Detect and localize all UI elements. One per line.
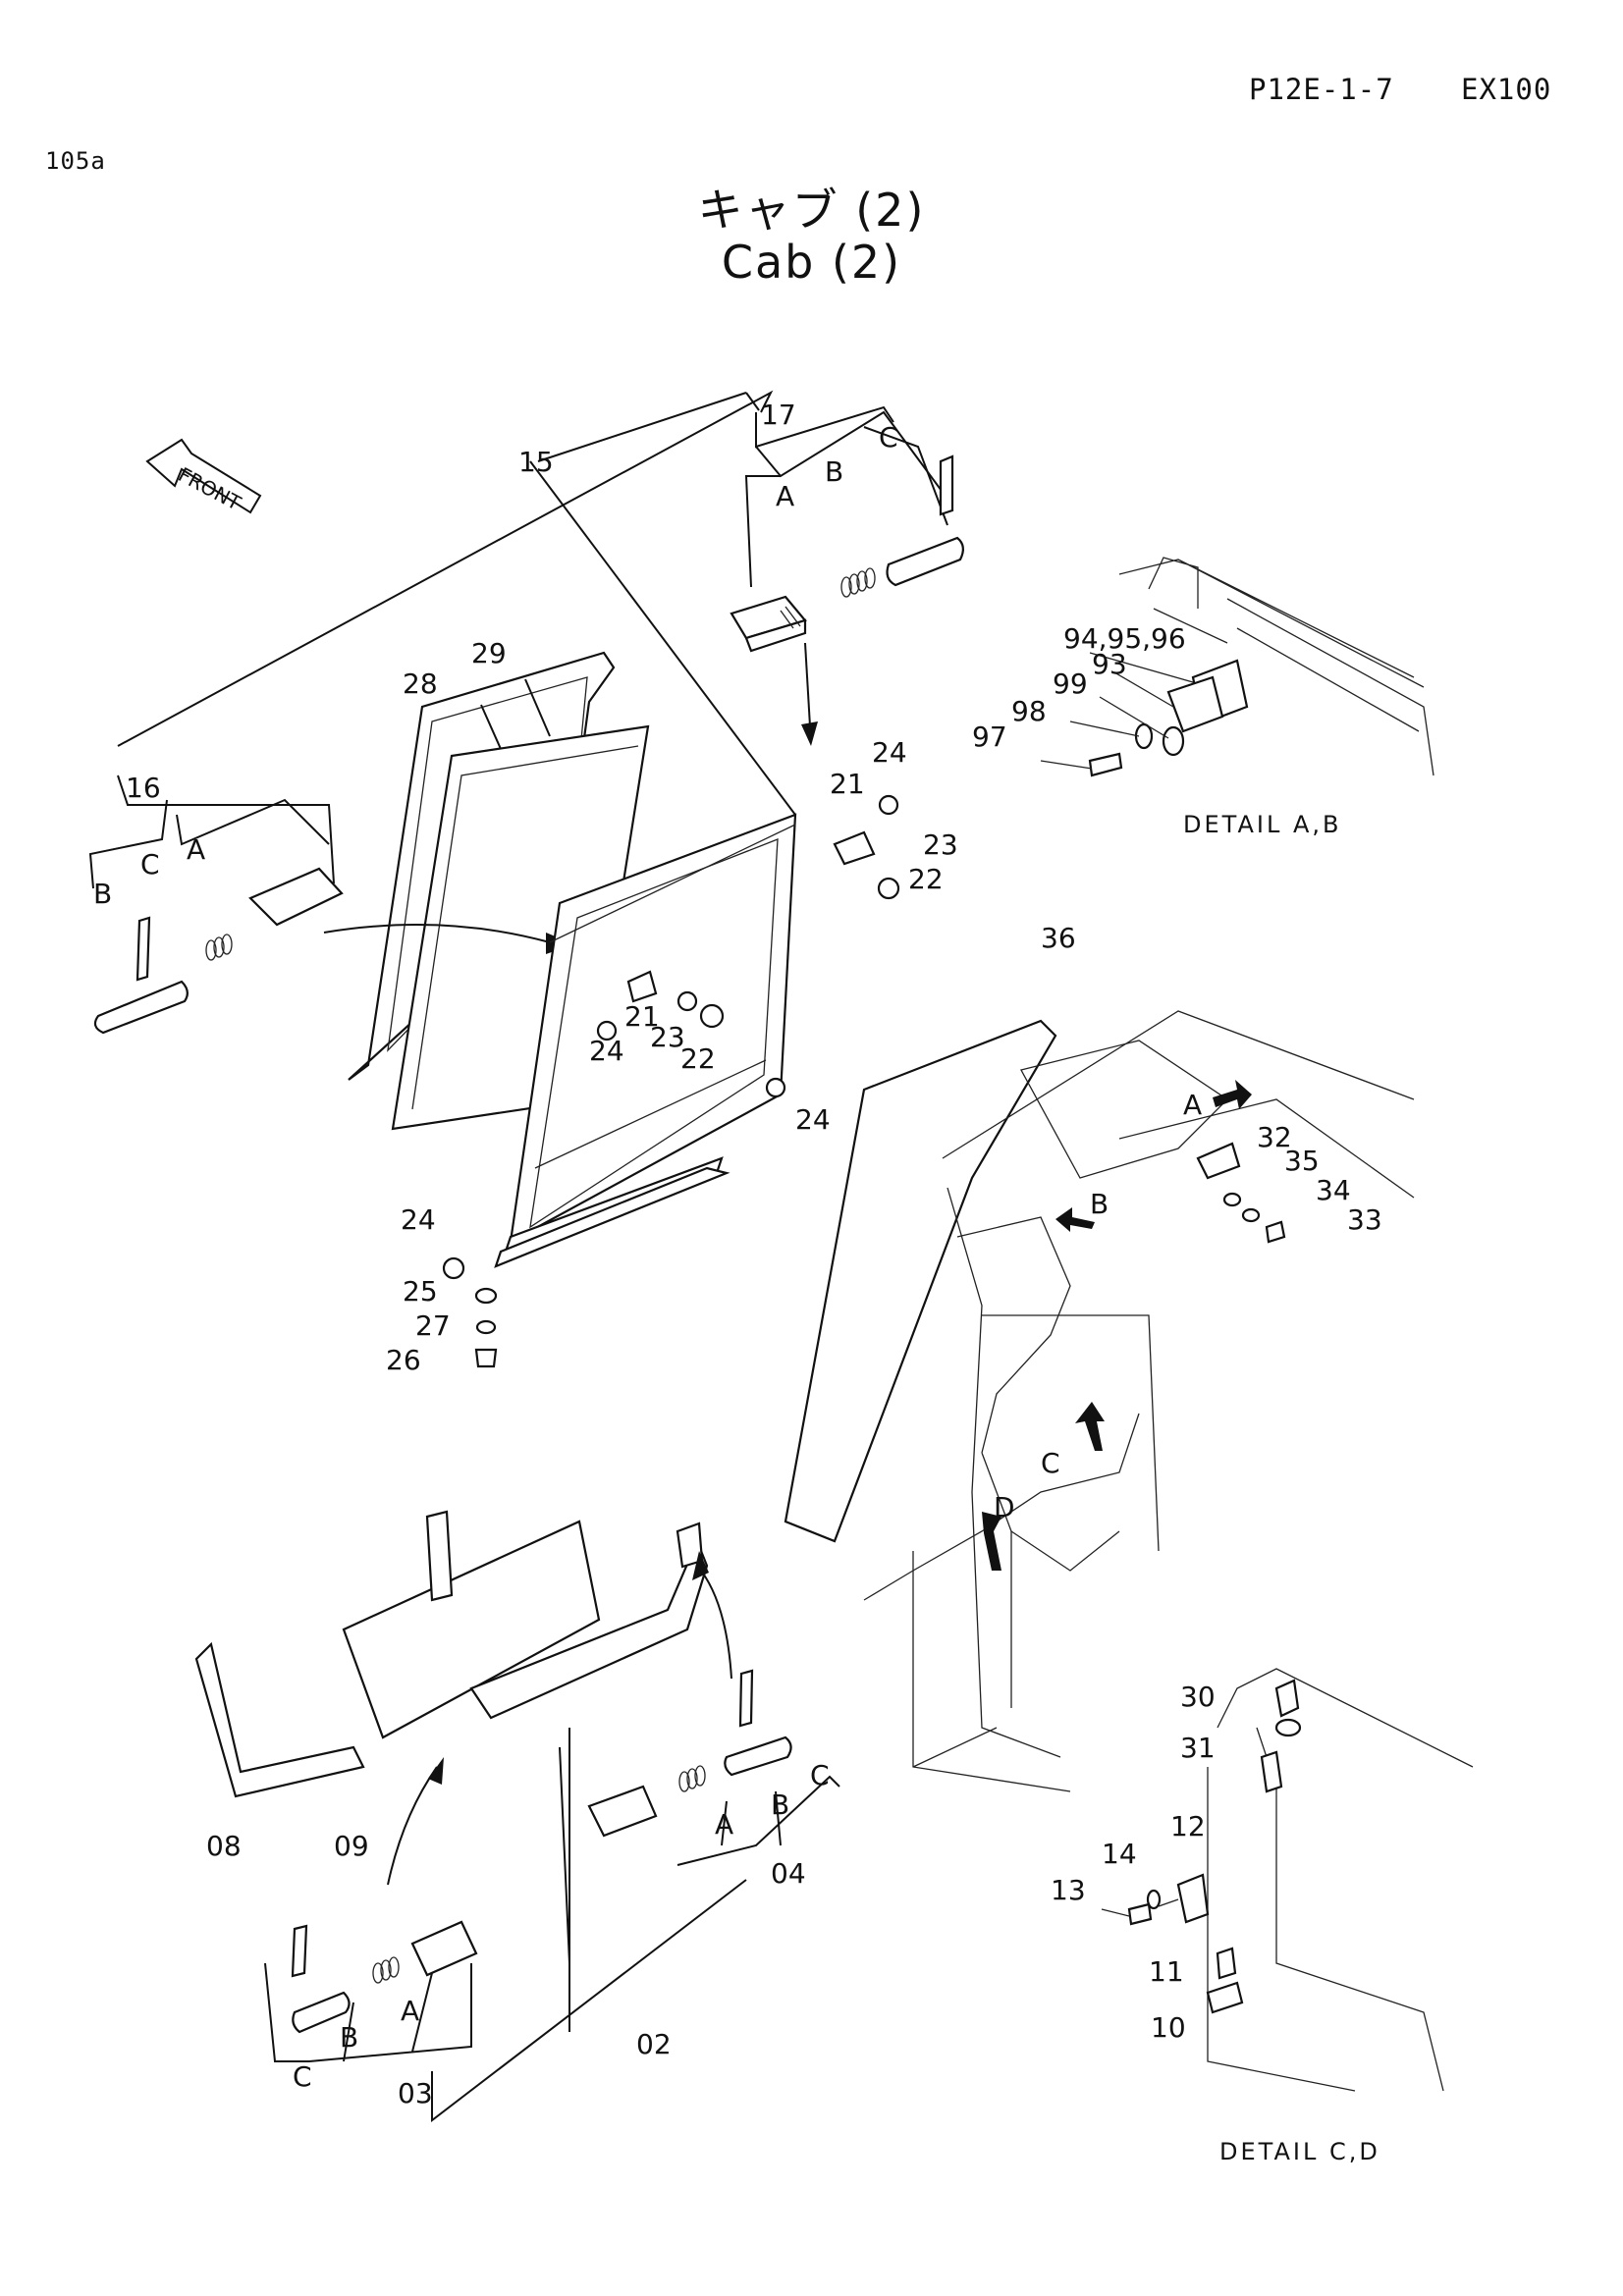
callout: 94,95,96 (1063, 622, 1186, 655)
callout: C (879, 421, 898, 454)
callout: 97 (972, 721, 1007, 753)
callout: 13 (1051, 1874, 1086, 1906)
callout: C (140, 848, 160, 881)
callout: 30 (1180, 1681, 1216, 1713)
callout: A (401, 1995, 419, 2027)
callout: 25 (403, 1275, 438, 1308)
callout: D (994, 1491, 1015, 1523)
callout: 36 (1041, 922, 1076, 954)
callout: 98 (1011, 695, 1047, 727)
callout: 24 (795, 1103, 831, 1136)
detail-cd-art (1101, 1668, 1474, 2092)
callout: 14 (1102, 1838, 1137, 1870)
callout: B (93, 878, 112, 910)
callout: 09 (334, 1830, 369, 1862)
callout: C (810, 1759, 830, 1791)
callout: 22 (908, 863, 944, 895)
page-ref: 105a (45, 147, 106, 175)
callout: 23 (650, 1021, 685, 1053)
callout: 24 (872, 736, 907, 769)
callout: 12 (1170, 1810, 1206, 1842)
callout: 16 (126, 772, 161, 804)
callout: 34 (1316, 1174, 1351, 1206)
detail-ab-art (1040, 557, 1434, 777)
callout: 02 (636, 2028, 672, 2060)
callout: C (1041, 1447, 1060, 1479)
callout: 11 (1149, 1955, 1184, 1988)
callout: 24 (401, 1203, 436, 1236)
callout: 22 (680, 1042, 716, 1075)
callout: B (825, 455, 843, 488)
callout: 15 (518, 446, 554, 478)
callout: 17 (761, 399, 796, 431)
callout: 03 (398, 2077, 433, 2109)
cab-seal-36 (784, 1019, 1057, 1543)
callout: 08 (206, 1830, 242, 1862)
callout: 24 (589, 1035, 624, 1067)
detail-ab-label: DETAIL A,B (1183, 811, 1341, 838)
page-code: P12E-1-7 (1249, 73, 1394, 106)
callout: 27 (415, 1309, 451, 1342)
callout: 04 (771, 1857, 806, 1890)
callout: 21 (830, 768, 865, 800)
title-japanese: キャブ (2) (697, 184, 926, 237)
latch-assembly-17 (730, 454, 964, 653)
callout: A (715, 1808, 733, 1841)
callout: 26 (386, 1344, 421, 1376)
callout: A (187, 833, 205, 866)
title-english: Cab (2) (721, 236, 902, 289)
callout: A (776, 480, 794, 512)
callout: 23 (923, 828, 958, 861)
callout: 29 (471, 637, 507, 669)
callout: B (340, 2021, 358, 2054)
callout: 32 (1257, 1121, 1292, 1153)
front-label: FRONT (175, 462, 245, 515)
detail-cd-label: DETAIL C,D (1219, 2138, 1380, 2165)
callout: 99 (1053, 667, 1088, 700)
hinge-parts (442, 794, 900, 1368)
callout: 35 (1284, 1145, 1320, 1177)
model-name: EX100 (1461, 73, 1552, 106)
front-arrow: FRONT (145, 438, 262, 515)
callout: 93 (1092, 648, 1127, 680)
callout: 31 (1180, 1732, 1216, 1764)
callout: 10 (1151, 2011, 1186, 2044)
callout: A (1183, 1089, 1202, 1121)
callout: 28 (403, 667, 438, 700)
callout: B (1090, 1188, 1109, 1220)
callout: C (293, 2060, 312, 2093)
cab-body (863, 1010, 1415, 1792)
latch-assembly-16 (93, 867, 344, 1035)
lower-window-assembly (194, 1510, 709, 1798)
callout: 21 (624, 1000, 660, 1033)
callout: 33 (1347, 1203, 1382, 1236)
door-frame-15 (494, 813, 797, 1268)
callout: B (771, 1789, 789, 1821)
